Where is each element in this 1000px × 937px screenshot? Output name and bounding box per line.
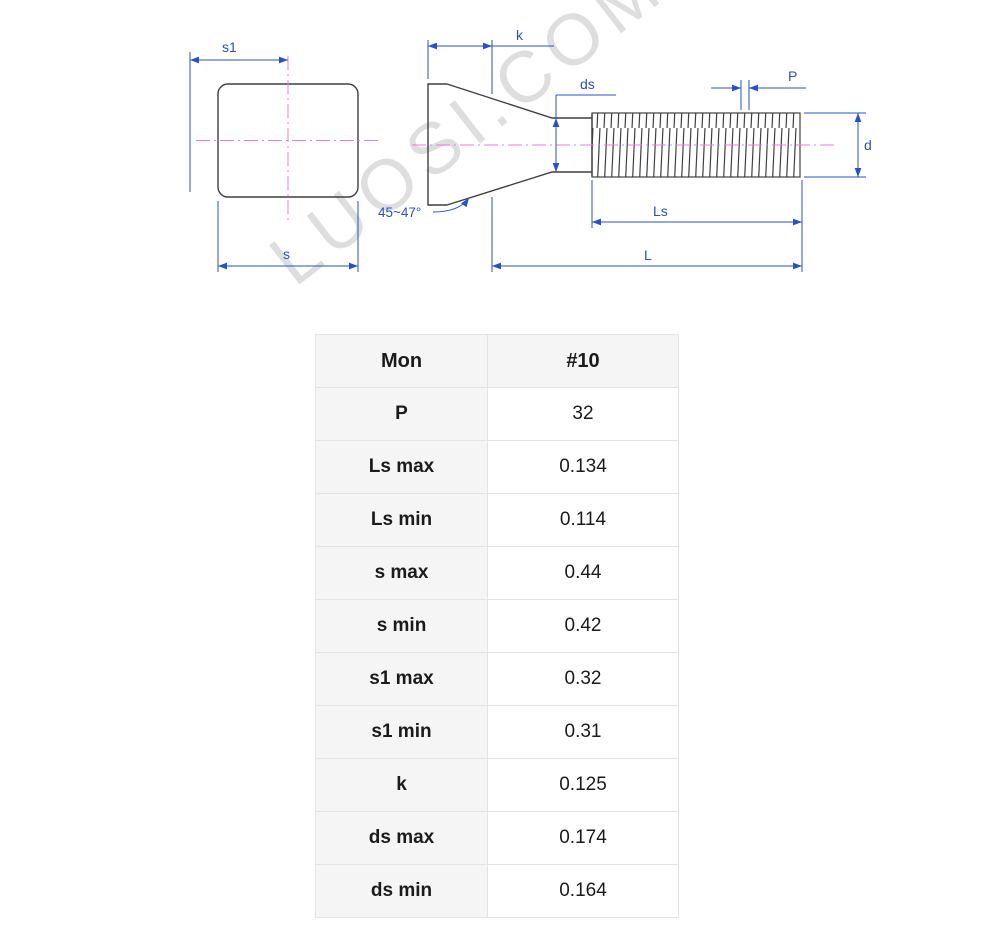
screw-head-outline xyxy=(427,83,593,206)
dim-label-ls: Ls xyxy=(653,203,668,219)
table-row: Ls min 0.114 xyxy=(316,494,678,547)
dim-label-s: s xyxy=(283,246,290,262)
row-parameter-label: P xyxy=(316,388,488,440)
dim-s1: s1 xyxy=(189,39,288,192)
table-row: ds min 0.164 xyxy=(316,865,678,918)
row-parameter-label: s max xyxy=(316,547,488,599)
technical-drawing-area: LUOSI.COM s1 s xyxy=(0,0,1000,320)
row-parameter-value: 0.134 xyxy=(488,441,678,493)
table-row: s1 min 0.31 xyxy=(316,706,678,759)
angle-label: 45~47° xyxy=(378,205,421,220)
dim-ls: Ls xyxy=(591,180,803,272)
table-row: k 0.125 xyxy=(316,759,678,812)
table-row: s1 max 0.32 xyxy=(316,653,678,706)
row-parameter-value: 0.174 xyxy=(488,812,678,864)
row-parameter-value: 0.32 xyxy=(488,653,678,705)
row-parameter-value: 0.42 xyxy=(488,600,678,652)
dim-p: P xyxy=(711,68,806,110)
table-header-value: #10 xyxy=(488,335,678,387)
screw-side-view xyxy=(412,83,834,206)
dim-label-l: L xyxy=(644,247,652,263)
angle-leader-line xyxy=(432,197,470,213)
screw-technical-drawing: LUOSI.COM s1 s xyxy=(189,0,872,301)
row-parameter-label: Ls max xyxy=(316,441,488,493)
dim-ds: ds xyxy=(552,76,616,172)
table-row: s max 0.44 xyxy=(316,547,678,600)
row-parameter-label: ds min xyxy=(316,865,488,917)
square-head-view xyxy=(196,56,380,224)
table-header-row: Mon #10 xyxy=(316,335,678,388)
row-parameter-label: k xyxy=(316,759,488,811)
row-parameter-label: Ls min xyxy=(316,494,488,546)
row-parameter-value: 0.164 xyxy=(488,865,678,917)
table-header-label: Mon xyxy=(316,335,488,387)
row-parameter-label: ds max xyxy=(316,812,488,864)
row-parameter-value: 32 xyxy=(488,388,678,440)
row-parameter-value: 0.44 xyxy=(488,547,678,599)
row-parameter-label: s1 min xyxy=(316,706,488,758)
dim-l: L xyxy=(491,197,802,272)
dim-label-p: P xyxy=(788,68,797,84)
row-parameter-label: s min xyxy=(316,600,488,652)
angle-annotation: 45~47° xyxy=(378,197,470,220)
table-body: P 32 Ls max 0.134 Ls min 0.114 s max 0.4… xyxy=(316,388,678,918)
dim-label-d: d xyxy=(864,137,872,153)
row-parameter-value: 0.31 xyxy=(488,706,678,758)
table-row: Ls max 0.134 xyxy=(316,441,678,494)
dim-s: s xyxy=(217,201,359,272)
spec-table: Mon #10 P 32 Ls max 0.134 Ls min 0.114 xyxy=(315,334,679,918)
row-parameter-value: 0.125 xyxy=(488,759,678,811)
dim-label-k: k xyxy=(516,27,524,43)
row-parameter-label: s1 max xyxy=(316,653,488,705)
row-parameter-value: 0.114 xyxy=(488,494,678,546)
table-row: P 32 xyxy=(316,388,678,441)
dim-k: k xyxy=(427,27,554,94)
dim-label-ds: ds xyxy=(580,76,595,92)
dim-d: d xyxy=(804,112,872,178)
table-row: ds max 0.174 xyxy=(316,812,678,865)
table-row: s min 0.42 xyxy=(316,600,678,653)
dim-label-s1: s1 xyxy=(222,39,237,55)
